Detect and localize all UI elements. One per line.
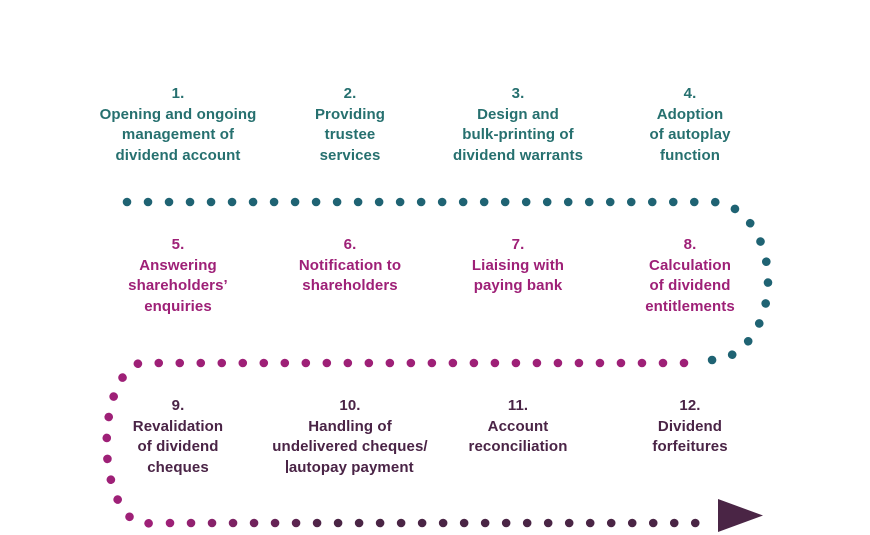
step-9: 9. Revalidation of dividend cheques [78, 396, 278, 478]
step-line: Notification to [298, 256, 402, 274]
step-6: 6. Notification to shareholders [250, 235, 450, 297]
step-number: 6. [343, 236, 357, 253]
arrow-right-icon [718, 499, 763, 532]
step-line: paying bank [473, 277, 563, 294]
step-line: function [660, 146, 720, 164]
step-number: 10. [339, 397, 361, 414]
step-line: Adoption [656, 105, 724, 123]
step-number: 4. [683, 85, 697, 102]
step-3: 3. Design and bulk-printing of dividend … [418, 84, 618, 166]
step-line-with-cursor: autopay payment [250, 458, 450, 479]
step-number: 7. [511, 236, 525, 253]
step-line: reconciliation [468, 438, 568, 455]
step-5: 5. Answering shareholders’ enquiries [78, 235, 278, 317]
step-number: 11. [507, 397, 529, 414]
step-7: 7. Liaising with paying bank [418, 235, 618, 297]
step-2: 2. Providing trustee services [250, 84, 450, 166]
step-number: 5. [171, 236, 185, 253]
step-number: 1. [171, 85, 185, 102]
step-line: Calculation [649, 256, 731, 274]
step-4: 4. Adoption of autoplay function [590, 84, 790, 166]
step-line: enquiries [144, 297, 212, 315]
step-line: forfeitures [652, 438, 728, 455]
step-line: Providing [314, 105, 386, 123]
step-line: autopay payment [288, 458, 414, 476]
step-number: 8. [683, 236, 697, 253]
step-line: shareholders’ [128, 277, 228, 294]
step-line: Liaising with [471, 256, 565, 274]
step-line: management of [121, 126, 235, 143]
step-line: Design and [477, 105, 559, 123]
step-number: 9. [171, 397, 185, 414]
step-line: shareholders [302, 277, 398, 294]
step-line: Opening and ongoing [99, 105, 257, 123]
step-11: 11. Account reconciliation [418, 396, 618, 458]
step-8: 8. Calculation of dividend entitlements [590, 235, 790, 317]
step-number: 2. [343, 85, 357, 102]
step-line: Account [487, 417, 549, 435]
step-10: 10. Handling of undelivered cheques/ aut… [250, 396, 450, 478]
step-line: dividend account [115, 146, 241, 164]
step-line: of autoplay [649, 126, 731, 143]
step-12: 12. Dividend forfeitures [590, 396, 790, 458]
step-line: trustee [324, 126, 376, 143]
step-line: dividend warrants [452, 146, 584, 164]
step-number: 12. [679, 397, 701, 414]
step-line: of dividend [649, 277, 731, 294]
step-line: cheques [147, 458, 209, 476]
step-line: Revalidation [132, 417, 224, 435]
step-1: 1. Opening and ongoing management of div… [78, 84, 278, 166]
step-line: services [319, 146, 381, 164]
step-line: Answering [139, 256, 217, 274]
step-line: bulk-printing of [462, 126, 574, 143]
step-line: of dividend [137, 438, 219, 455]
step-line: Handling of [308, 417, 392, 435]
step-line: Dividend [657, 417, 723, 435]
text-cursor [286, 459, 288, 473]
step-line: undelivered cheques/ [272, 438, 428, 455]
step-number: 3. [511, 85, 525, 102]
step-line: entitlements [645, 297, 735, 315]
